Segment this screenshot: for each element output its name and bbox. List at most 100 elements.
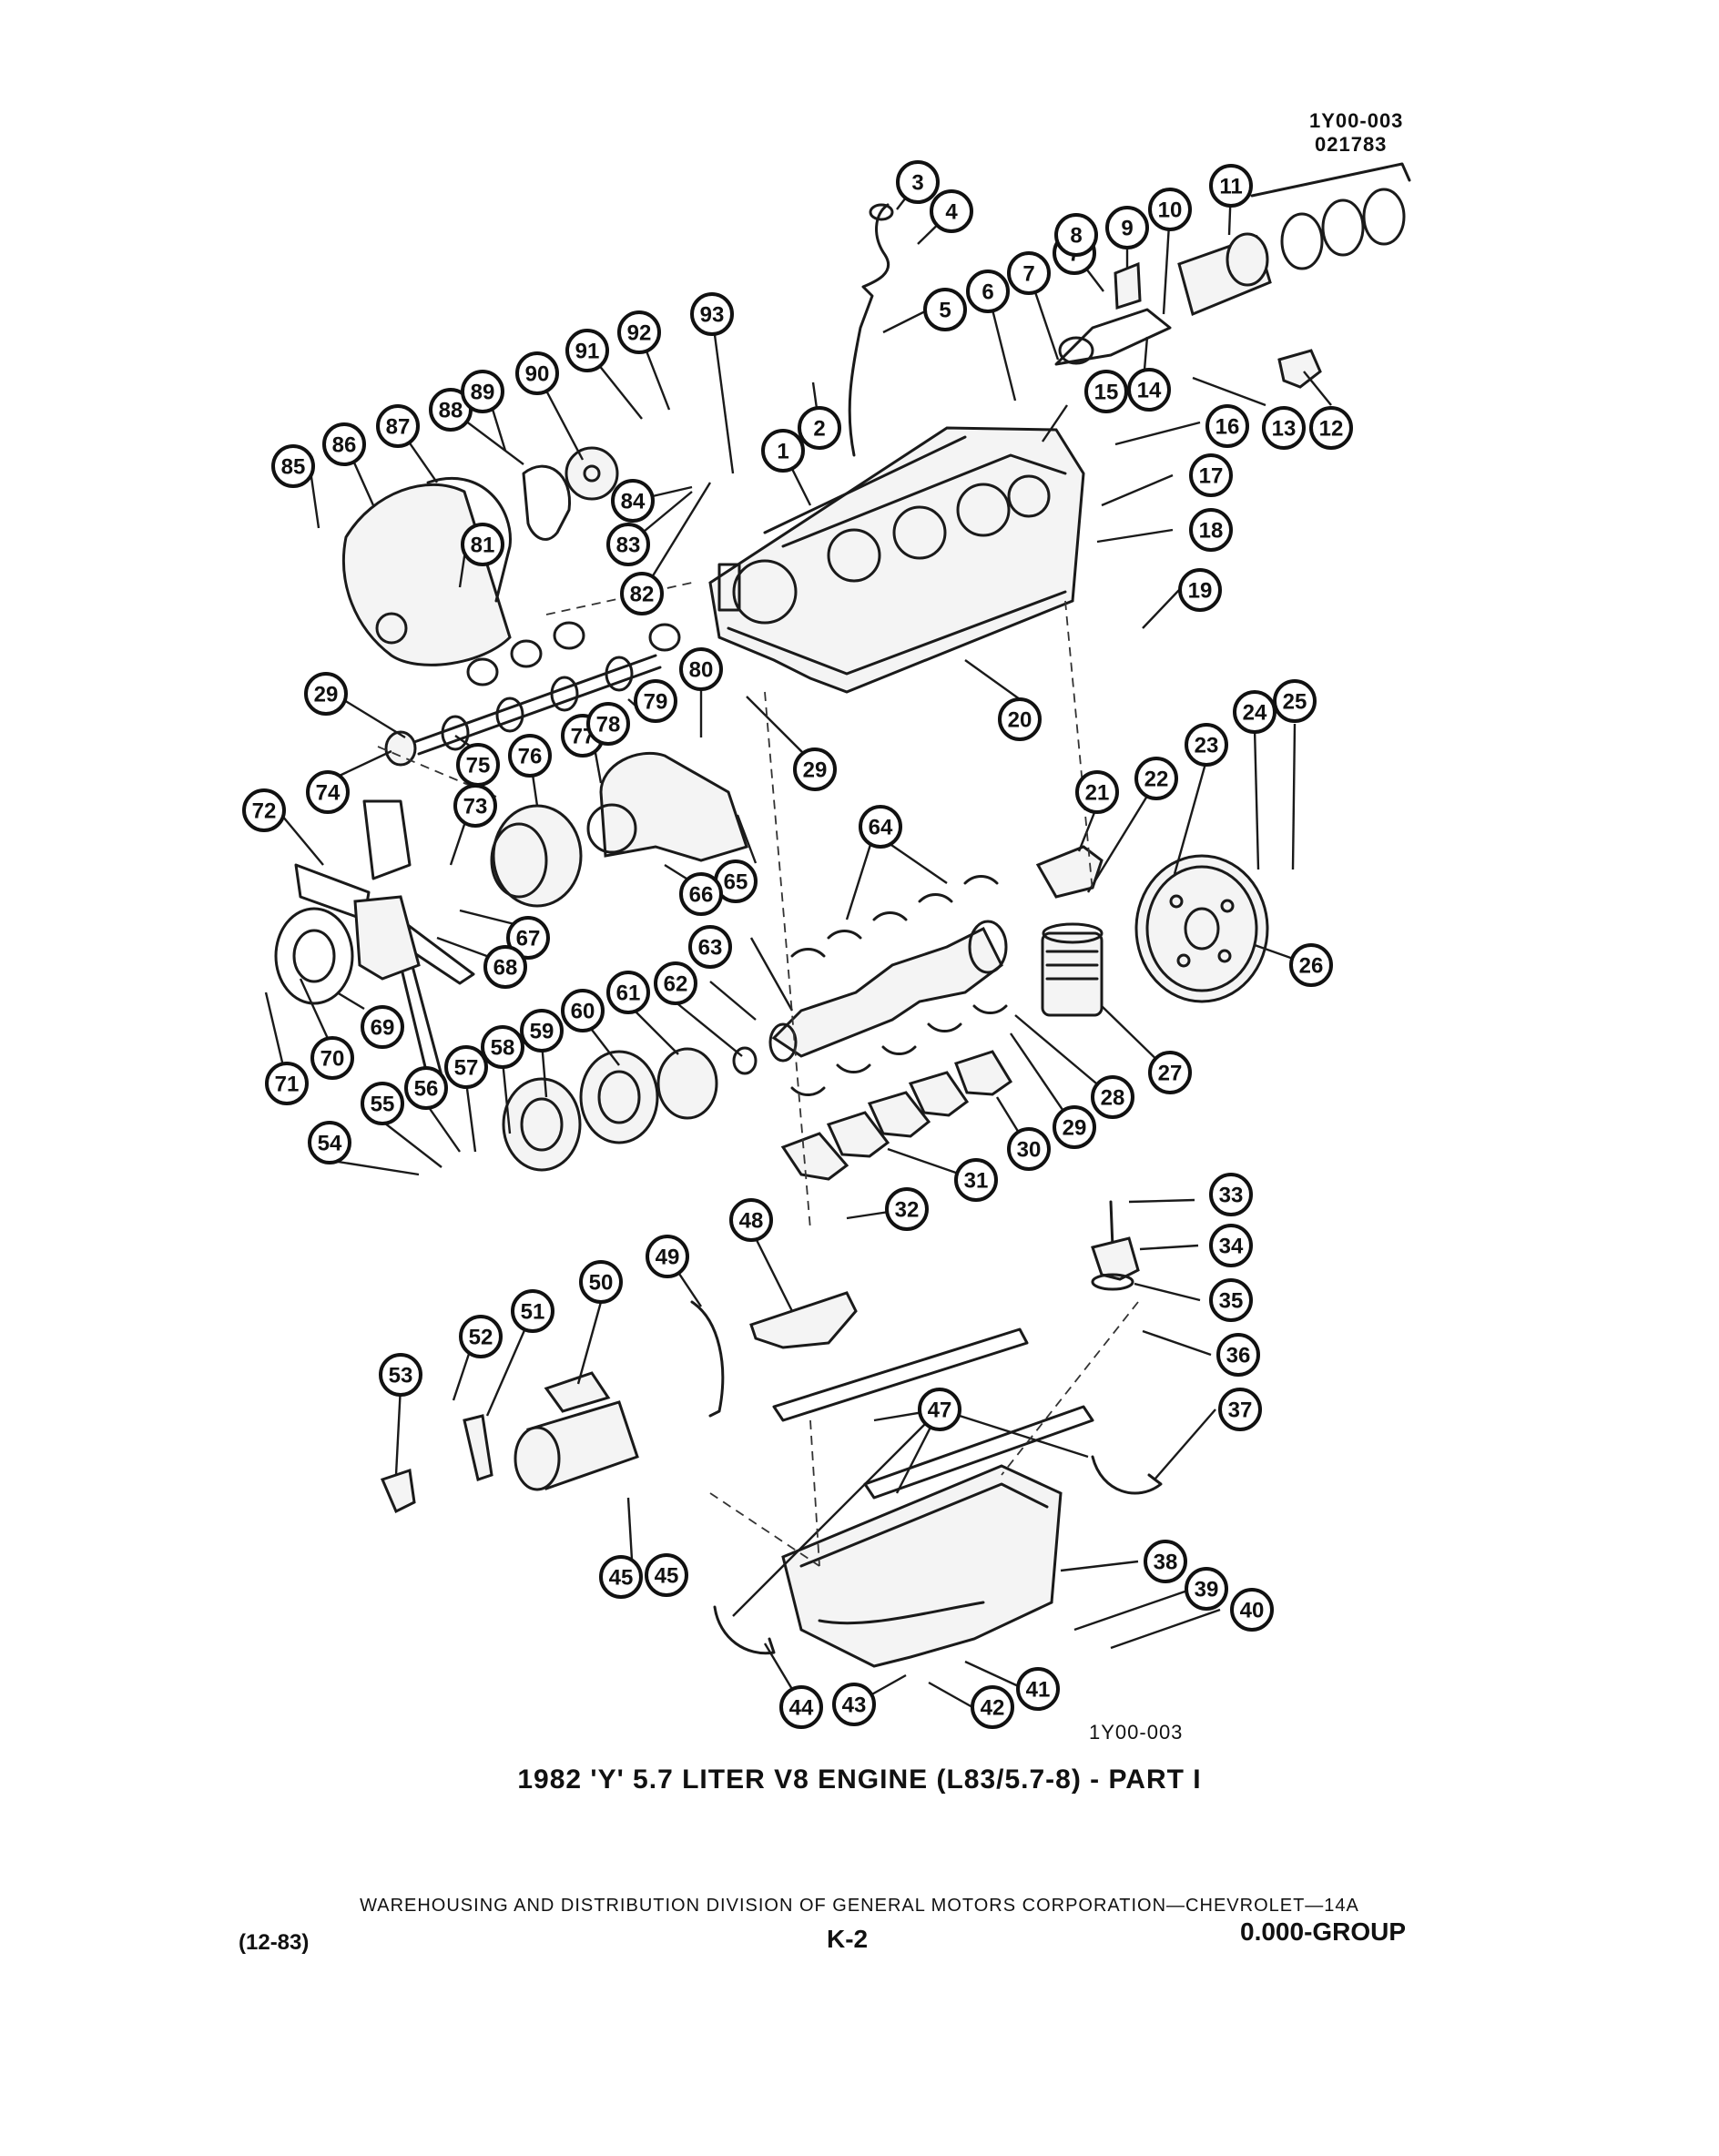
callout-circle (1007, 1127, 1051, 1171)
callout-circle (304, 672, 348, 716)
callout-label: 54 (318, 1132, 342, 1156)
callout-label: 42 (981, 1696, 1005, 1721)
callout-51: 51 (511, 1289, 554, 1333)
callout-6: 6 (966, 270, 1010, 313)
callout-45: 45 (645, 1553, 688, 1597)
callout-circle (620, 572, 664, 615)
callout-circle (481, 1025, 524, 1069)
callout-circle (379, 1353, 422, 1397)
callout-label: 61 (616, 981, 641, 1006)
flywheel (1134, 854, 1269, 1003)
callout-label: 27 (1158, 1062, 1183, 1086)
callout-circle (654, 961, 697, 1005)
callout-circle (1127, 368, 1171, 412)
diagram-caption: 1982 'Y' 5.7 LITER V8 ENGINE (L83/5.7-8)… (517, 1764, 1202, 1795)
callout-label: 2 (813, 417, 825, 442)
callout-circle (1144, 1540, 1187, 1583)
callout-circle (679, 872, 723, 916)
callout-55: 55 (361, 1082, 404, 1125)
callout-circle (444, 1045, 488, 1089)
callout-label: 76 (518, 745, 543, 769)
callout-58: 58 (481, 1025, 524, 1069)
rear-main-seal (1091, 1455, 1163, 1495)
callout-circle (885, 1187, 929, 1231)
callout-label: 22 (1144, 768, 1169, 792)
callout-circle (634, 679, 677, 723)
callout-label: 24 (1243, 701, 1267, 726)
callout-label: 91 (575, 340, 600, 364)
callout-circle (896, 160, 940, 204)
callout-90: 90 (515, 351, 559, 395)
callout-56: 56 (404, 1066, 448, 1110)
callout-4: 4 (930, 189, 973, 233)
callout-7: 7 (1007, 251, 1051, 295)
callout-label: 14 (1137, 379, 1162, 403)
callout-36: 36 (1216, 1333, 1260, 1377)
callout-35: 35 (1209, 1278, 1253, 1322)
callout-50: 50 (579, 1260, 623, 1304)
callout-40: 40 (1230, 1588, 1274, 1632)
callout-23: 23 (1185, 723, 1228, 767)
callout-circle (520, 1009, 564, 1053)
callout-label: 12 (1319, 417, 1344, 442)
callout-74: 74 (306, 770, 350, 814)
callout-15: 15 (1084, 370, 1128, 413)
callout-label: 48 (739, 1209, 764, 1234)
main-bearings (790, 875, 999, 958)
callout-circle (515, 351, 559, 395)
callout-33: 33 (1209, 1173, 1253, 1216)
callout-circle (646, 1235, 689, 1278)
callout-circle (918, 1388, 961, 1431)
callout-18: 18 (1189, 508, 1233, 552)
sensor-part-12 (1277, 349, 1322, 389)
callout-label: 29 (1063, 1116, 1087, 1141)
callout-circle (1233, 690, 1277, 734)
callout-label: 31 (964, 1169, 989, 1194)
callout-label: 78 (596, 713, 621, 737)
oil-dipstick (848, 203, 894, 457)
callout-75: 75 (456, 743, 500, 787)
bearing-caps (780, 1004, 1013, 1181)
callout-circle (1189, 508, 1233, 552)
callout-label: 44 (789, 1696, 814, 1721)
callout-label: 80 (689, 658, 714, 683)
callout-circle (361, 1005, 404, 1049)
callout-label: 1 (777, 440, 788, 464)
oil-pump (1091, 1200, 1140, 1291)
callout-circle (688, 925, 732, 969)
callout-circle (265, 1062, 309, 1105)
callout-5: 5 (923, 288, 967, 331)
timing-cover (341, 476, 512, 666)
callout-circle (1209, 1278, 1253, 1322)
callout-label: 83 (616, 534, 641, 558)
callout-circle (793, 747, 837, 791)
callout-label: 28 (1101, 1086, 1125, 1111)
callout-13: 13 (1262, 406, 1306, 450)
footer-publisher: WAREHOUSING AND DISTRIBUTION DIVISION OF… (360, 1896, 1359, 1916)
callout-21: 21 (1075, 770, 1119, 814)
callout-85: 85 (271, 444, 315, 488)
callout-29: 29 (793, 747, 837, 791)
callout-circle (322, 422, 366, 466)
callout-label: 52 (469, 1326, 493, 1350)
callout-circle (998, 697, 1042, 741)
callout-circle (506, 916, 550, 960)
callout-label: 32 (895, 1198, 920, 1223)
callout-circle (1134, 757, 1178, 800)
callout-label: 69 (371, 1016, 395, 1041)
callout-label: 55 (371, 1093, 395, 1117)
callout-label: 7 (1022, 262, 1034, 287)
callout-circle (1053, 1105, 1096, 1149)
callout-circle (565, 329, 609, 372)
callout-53: 53 (379, 1353, 422, 1397)
callout-91: 91 (565, 329, 609, 372)
callout-31: 31 (954, 1158, 998, 1202)
callout-label: 88 (439, 399, 463, 423)
callout-label: 56 (414, 1077, 439, 1102)
footer-page-number: K-2 (827, 1925, 869, 1953)
callout-3: 3 (896, 160, 940, 204)
callout-circle (376, 404, 420, 448)
callout-label: 41 (1026, 1678, 1051, 1703)
callout-label: 81 (471, 534, 495, 558)
callout-circle (606, 523, 650, 566)
